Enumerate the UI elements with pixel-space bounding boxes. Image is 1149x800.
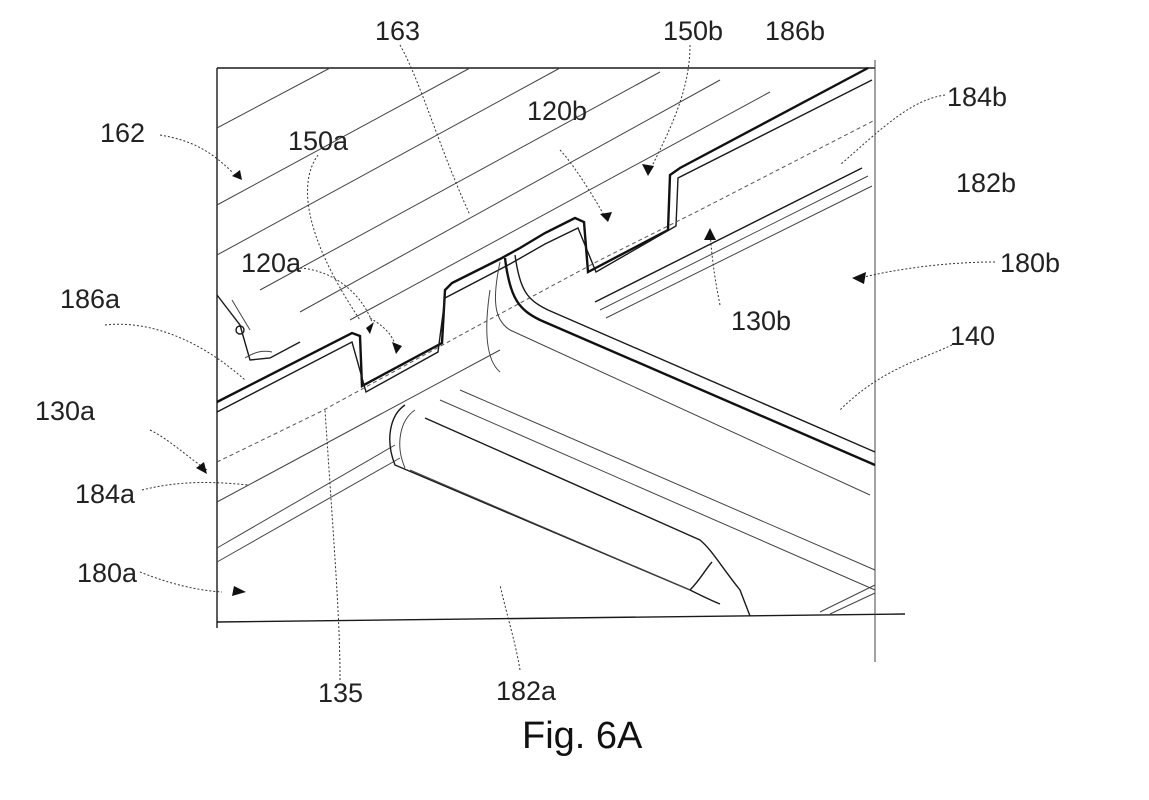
arrowheads [196,164,866,596]
leader-lines [105,45,995,680]
label-130b: 130b [731,306,791,336]
label-120b: 120b [527,96,587,126]
figure-caption: Fig. 6A [522,715,643,757]
reference-labels: 163 150b 186b 184b 162 150a 120b 182b 12… [35,16,1060,708]
label-140: 140 [950,321,995,351]
label-120a: 120a [241,248,302,278]
label-150a: 150a [288,126,349,156]
label-130a: 130a [35,396,96,426]
label-186a: 186a [60,284,121,314]
tray-body [390,390,875,616]
label-184a: 184a [75,479,136,509]
label-186b: 186b [765,16,825,46]
label-162: 162 [100,118,145,148]
hinge-detail [217,295,300,360]
label-135: 135 [318,678,363,708]
panel-b-lines [595,168,872,318]
label-180a: 180a [77,558,138,588]
label-150b: 150b [663,16,723,46]
panel-a-lines [217,350,500,562]
label-180b: 180b [1000,248,1060,278]
label-182a: 182a [496,676,557,706]
label-182b: 182b [956,168,1016,198]
label-163: 163 [375,16,420,46]
label-184b: 184b [947,82,1007,112]
rail-140 [487,255,875,495]
fold-line [217,120,875,462]
plate-162-lines [217,68,770,320]
